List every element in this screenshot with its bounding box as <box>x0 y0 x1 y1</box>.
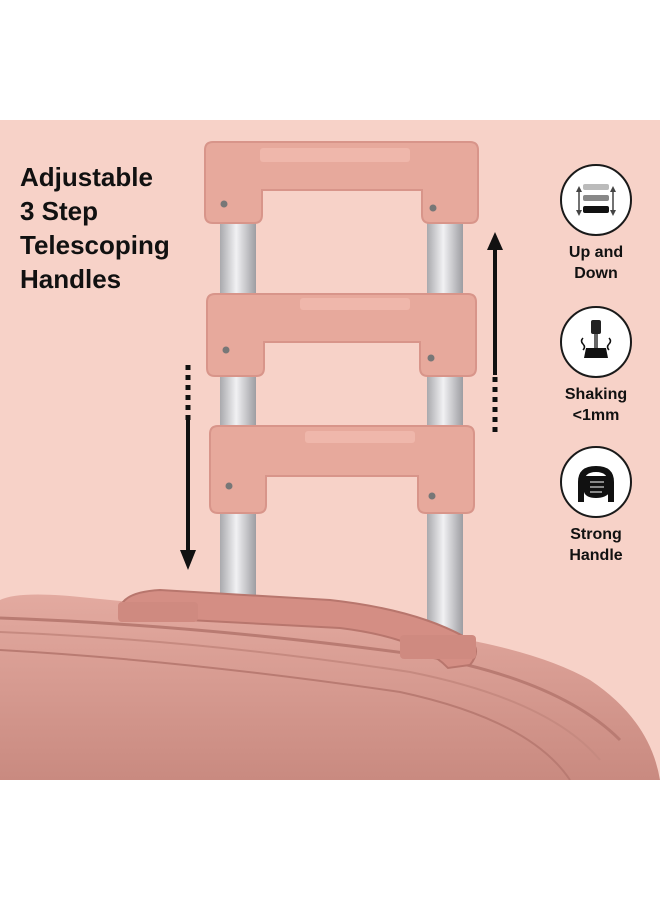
product-image-panel: Adjustable 3 Step Telescoping Handles Up… <box>0 120 660 780</box>
top-carry-handle <box>118 588 477 670</box>
headline-line: Telescoping <box>20 230 170 260</box>
feature-up-and-down: Up and Down <box>554 164 638 284</box>
strong-handle-icon <box>560 446 632 518</box>
headline: Adjustable 3 Step Telescoping Handles <box>20 160 170 296</box>
arrow-up-icon <box>487 232 503 432</box>
shaking-icon <box>560 306 632 378</box>
feature-shaking: Shaking <1mm <box>554 306 638 426</box>
headline-line: Handles <box>20 264 122 294</box>
feature-label-line: Handle <box>569 547 623 564</box>
arrow-down-icon <box>180 365 196 570</box>
handle-segment-top <box>204 141 479 224</box>
feature-label: Strong Handle <box>554 524 638 566</box>
feature-label-line: Strong <box>570 526 622 543</box>
luggage-illustration <box>0 141 660 780</box>
up-and-down-icon <box>560 164 632 236</box>
feature-label: Shaking <1mm <box>554 384 638 426</box>
handle-segment-middle <box>206 293 477 377</box>
handle-segment-lower <box>209 425 475 514</box>
feature-label-line: Shaking <box>564 386 628 403</box>
telescopic-rails <box>220 170 463 640</box>
feature-label-line: Up and <box>568 244 624 261</box>
suitcase-body <box>0 594 660 780</box>
feature-label-line: Down <box>574 265 618 282</box>
feature-strong-handle: Strong Handle <box>554 446 638 566</box>
headline-line: 3 Step <box>20 196 99 226</box>
headline-line: Adjustable <box>20 162 153 192</box>
feature-label-line: <1mm <box>572 407 620 424</box>
feature-label: Up and Down <box>554 242 638 284</box>
